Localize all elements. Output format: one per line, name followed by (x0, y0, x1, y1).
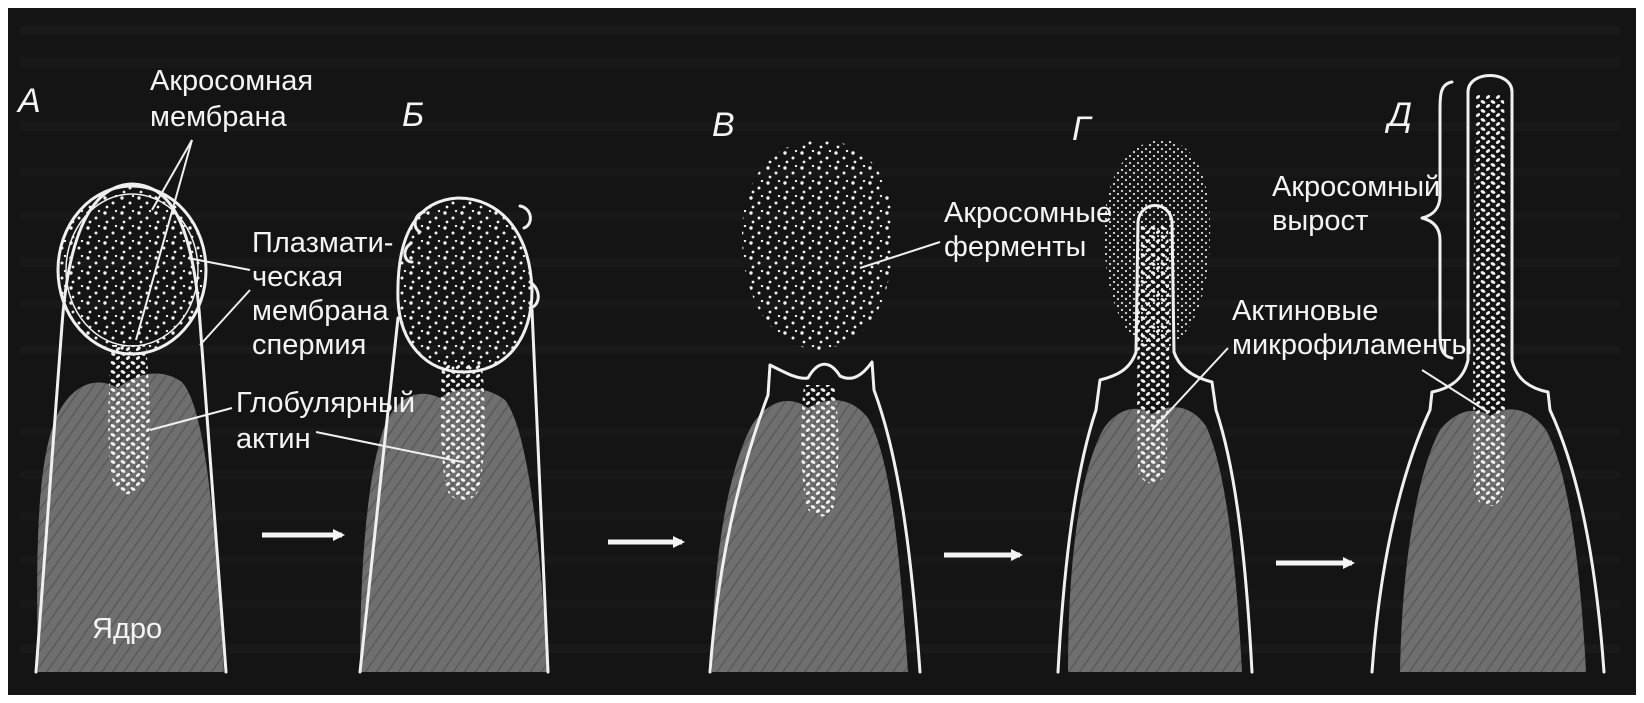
panel-a-acrosome (58, 186, 206, 354)
panel-letter-g: Г (1072, 110, 1093, 148)
panel-a-actin (108, 345, 150, 494)
panel-v-actin (801, 385, 838, 517)
panel-letter-d: Д (1384, 96, 1412, 134)
panel-a (36, 184, 226, 672)
panel-v-enzyme-cloud (742, 140, 893, 350)
panel-letter-a: А (16, 82, 41, 120)
panel-letter-b: Б (402, 96, 424, 134)
label-nucleus: Ядро (92, 613, 162, 645)
panel-g-actin (1137, 225, 1169, 484)
panel-letter-v: В (712, 106, 735, 144)
panel-d-actin (1473, 95, 1505, 507)
panel-b-acrosome (398, 198, 532, 372)
panel-b-actin (441, 365, 485, 501)
